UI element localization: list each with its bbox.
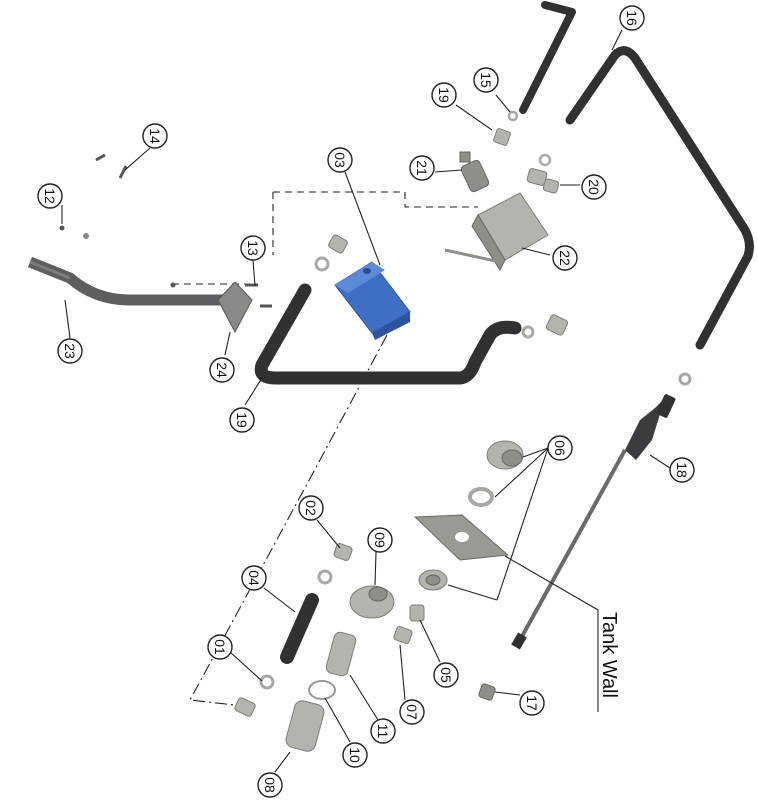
- valve-manifold-22: [444, 128, 560, 272]
- callout-14: 14: [142, 123, 168, 149]
- callout-11-label: 11: [375, 724, 391, 739]
- callout-09-label: 09: [372, 532, 388, 548]
- fittings-top: [314, 110, 692, 386]
- callout-19-bottom-label: 19: [234, 412, 250, 428]
- callout-20: 20: [581, 174, 607, 200]
- callouts: 16 15 19 14 03 21 20 12: [37, 5, 695, 798]
- callout-07: 07: [399, 699, 425, 725]
- callout-23: 23: [57, 338, 83, 364]
- callout-22: 22: [552, 245, 578, 271]
- plate-24: [217, 281, 253, 334]
- callout-03-label: 03: [332, 152, 348, 168]
- callout-19-top: 19: [431, 82, 457, 108]
- callout-02: 02: [298, 495, 324, 521]
- callout-01: 01: [207, 634, 233, 660]
- callout-05: 05: [433, 662, 459, 688]
- callout-03: 03: [327, 147, 353, 173]
- blue-tank-03: [334, 261, 411, 340]
- callout-04-label: 04: [246, 570, 262, 586]
- callout-17-label: 17: [524, 695, 540, 711]
- callout-15: 15: [473, 67, 499, 93]
- spray-hose-16: [519, 1, 754, 350]
- callout-21-label: 21: [414, 160, 430, 176]
- callout-06-label: 06: [552, 440, 568, 456]
- callout-12-label: 12: [42, 188, 58, 204]
- callout-24-label: 24: [214, 362, 230, 378]
- callout-13-label: 13: [245, 240, 261, 256]
- callout-04: 04: [241, 565, 267, 591]
- callout-16: 16: [619, 5, 645, 31]
- screws: [59, 153, 272, 308]
- callout-01-label: 01: [212, 639, 228, 655]
- callout-12: 12: [37, 183, 63, 209]
- tank-wall-callout: Tank Wall: [504, 555, 620, 712]
- callout-24: 24: [209, 357, 235, 383]
- callout-20-label: 20: [586, 179, 602, 195]
- handle-23: [27, 256, 225, 306]
- tank-wall-label: Tank Wall: [598, 612, 620, 698]
- callout-19-top-label: 19: [436, 87, 452, 103]
- callout-07-label: 07: [404, 704, 420, 720]
- hose-19: [254, 283, 522, 385]
- callout-18: 18: [669, 457, 695, 483]
- callout-10-label: 10: [347, 747, 363, 763]
- callout-15-label: 15: [478, 72, 494, 88]
- callout-17: 17: [519, 690, 545, 716]
- callout-19-bottom: 19: [229, 407, 255, 433]
- callout-13: 13: [240, 235, 266, 261]
- callout-10: 10: [342, 742, 368, 768]
- callout-06: 06: [547, 435, 573, 461]
- callout-05-label: 05: [438, 667, 454, 683]
- callout-16-label: 16: [624, 10, 640, 26]
- callout-11: 11: [370, 718, 396, 744]
- spray-wand-18: [511, 394, 676, 650]
- callout-14-label: 14: [147, 128, 163, 144]
- fitting-06: [418, 440, 524, 591]
- callout-23-label: 23: [62, 343, 78, 359]
- lower-parts: [234, 543, 496, 752]
- callout-21: 21: [409, 155, 435, 181]
- callout-09: 09: [367, 527, 393, 553]
- callout-02-label: 02: [303, 500, 319, 516]
- callout-08-label: 08: [262, 777, 278, 793]
- leader-lines: [61, 29, 671, 773]
- callout-08: 08: [257, 772, 283, 798]
- callout-22-label: 22: [557, 250, 573, 266]
- callout-18-label: 18: [674, 462, 690, 478]
- tank-wall-plate: [413, 514, 510, 561]
